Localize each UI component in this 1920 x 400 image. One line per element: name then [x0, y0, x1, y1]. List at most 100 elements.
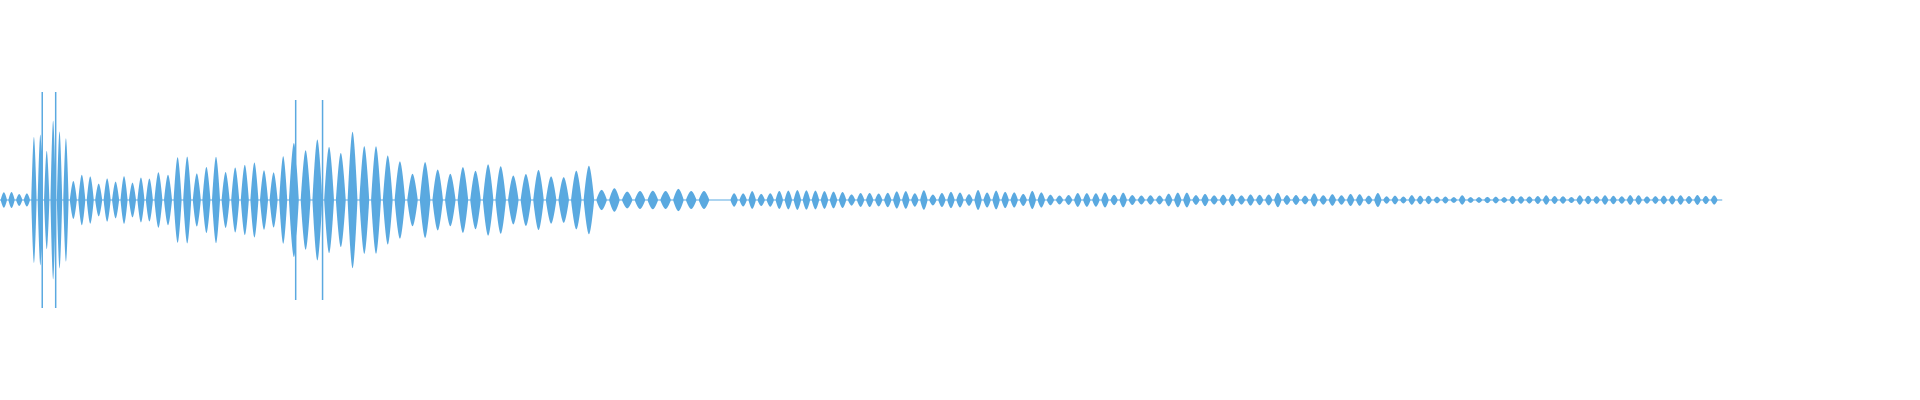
- waveform-burst: [1643, 196, 1651, 204]
- waveform-burst: [992, 190, 1000, 210]
- waveform-burst: [929, 194, 937, 206]
- waveform-burst: [1567, 196, 1575, 204]
- waveform-burst: [1237, 195, 1246, 205]
- waveform-burst: [470, 170, 481, 230]
- waveform-burst: [445, 173, 456, 227]
- waveform-burst: [685, 190, 697, 210]
- waveform-burst: [1019, 193, 1028, 207]
- waveform-burst: [1517, 196, 1525, 204]
- waveform-burst: [1046, 194, 1055, 206]
- waveform-burst: [1618, 196, 1626, 204]
- waveform-burst: [1155, 195, 1164, 205]
- waveform-burst: [820, 191, 829, 209]
- waveform-burst: [1173, 192, 1182, 208]
- waveform-burst: [673, 188, 684, 212]
- waveform-burst: [911, 193, 919, 207]
- waveform-burst: [1467, 197, 1475, 203]
- waveform-burst: [920, 190, 928, 210]
- waveform-burst: [250, 162, 259, 238]
- waveform-burst: [947, 191, 955, 209]
- waveform-burst: [1292, 195, 1300, 205]
- waveform-burst: [1110, 194, 1118, 206]
- waveform-burst: [1475, 197, 1483, 203]
- waveform-burst: [50, 120, 56, 280]
- waveform-burst: [1383, 196, 1391, 204]
- waveform-burst: [1601, 195, 1609, 205]
- waveform-burst: [95, 183, 103, 217]
- waveform-burst: [128, 182, 137, 218]
- waveform-burst: [1576, 195, 1584, 205]
- waveform-burst: [1492, 196, 1500, 204]
- waveform-burst: [394, 161, 406, 239]
- waveform-burst: [1525, 196, 1533, 204]
- waveform-burst: [1609, 195, 1617, 205]
- waveform-burst: [1064, 195, 1073, 205]
- waveform-burst: [192, 173, 201, 227]
- waveform-burst: [1458, 195, 1466, 205]
- waveform-burst: [784, 190, 793, 210]
- waveform-burst: [965, 194, 973, 206]
- waveform-burst: [221, 172, 230, 228]
- waveform-burst: [1146, 195, 1155, 205]
- waveform-burst: [1337, 195, 1346, 205]
- waveform-burst: [269, 172, 278, 228]
- waveform-burst: [279, 156, 288, 244]
- waveform-burst: [802, 190, 811, 210]
- waveform-burst: [609, 188, 620, 212]
- waveform-burst: [163, 174, 173, 226]
- waveform-burst: [583, 165, 595, 235]
- waveform-burst: [1192, 195, 1200, 205]
- waveform-burst: [259, 170, 269, 230]
- waveform-burst: [335, 152, 346, 248]
- waveform-burst: [1450, 197, 1458, 203]
- waveform-burst: [1416, 195, 1424, 205]
- waveform-burst: [1001, 191, 1009, 209]
- waveform-burst: [457, 167, 469, 233]
- waveform-burst: [829, 191, 838, 209]
- waveform-burst: [1073, 193, 1082, 207]
- waveform-burst: [1693, 195, 1701, 205]
- waveform-burst: [1119, 192, 1128, 208]
- waveform-burst: [137, 177, 145, 223]
- waveform-burst: [847, 194, 856, 206]
- waveform-burst: [1273, 192, 1282, 208]
- waveform-burst: [1509, 195, 1517, 205]
- waveform-burst: [1660, 195, 1668, 205]
- waveform-burst: [793, 190, 802, 210]
- waveform-burst: [1310, 193, 1319, 207]
- waveform-burst: [1593, 196, 1601, 204]
- waveform-burst: [1319, 195, 1328, 205]
- waveform-burst: [766, 193, 775, 207]
- waveform-burst: [86, 176, 94, 224]
- waveform-burst: [103, 178, 111, 222]
- waveform-burst: [154, 172, 163, 228]
- waveform-burst: [324, 146, 334, 254]
- waveform-burst: [288, 142, 299, 258]
- waveform-burst: [120, 176, 128, 224]
- waveform-burst: [145, 178, 153, 222]
- waveform-burst: [1551, 196, 1559, 204]
- waveform-burst: [432, 169, 443, 231]
- waveform-burst: [1028, 190, 1037, 210]
- waveform-burst: [183, 156, 192, 244]
- waveform-burst: [1374, 192, 1382, 208]
- waveform-burst: [1210, 195, 1218, 205]
- waveform-burst: [698, 191, 710, 209]
- waveform-burst: [1542, 195, 1550, 205]
- waveform-burst: [312, 139, 323, 261]
- waveform-burst: [634, 191, 646, 209]
- waveform-burst: [31, 137, 37, 263]
- waveform-burst: [1391, 195, 1399, 205]
- waveform-burst: [1346, 193, 1355, 207]
- waveform-burst: [865, 192, 874, 208]
- waveform-burst: [112, 181, 120, 219]
- waveform-burst: [739, 193, 747, 207]
- waveform-burst: [69, 181, 77, 219]
- waveform-burst: [545, 176, 557, 224]
- waveform-burst: [1364, 195, 1373, 205]
- waveform-burst: [1668, 195, 1676, 205]
- waveform-burst: [15, 193, 23, 207]
- waveform-burst: [300, 150, 311, 250]
- waveform-burst: [621, 191, 633, 209]
